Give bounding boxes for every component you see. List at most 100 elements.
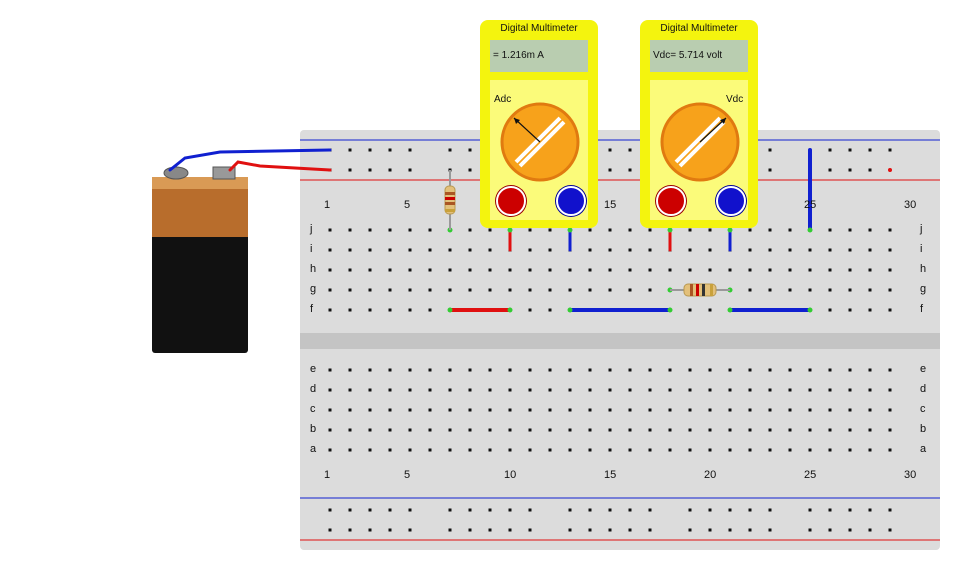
- hole: [368, 428, 372, 432]
- hole: [788, 408, 792, 412]
- center-channel: [300, 333, 940, 349]
- voltmeter-dial[interactable]: [658, 100, 742, 184]
- hole: [888, 428, 892, 432]
- rail-hole: [808, 528, 812, 532]
- row-letter: d: [310, 383, 317, 395]
- rail-hole: [408, 148, 412, 152]
- row-letter: a: [310, 443, 317, 455]
- hole: [628, 248, 632, 252]
- rail-hole: [468, 148, 472, 152]
- hole: [328, 408, 332, 412]
- hole: [788, 368, 792, 372]
- hole: [828, 448, 832, 452]
- battery-negative-wire: [168, 148, 332, 172]
- hole: [328, 448, 332, 452]
- hole: [848, 228, 852, 232]
- hole: [768, 268, 772, 272]
- hole: [568, 288, 572, 292]
- hole: [808, 408, 812, 412]
- column-number: 30: [904, 199, 917, 211]
- hole: [388, 228, 392, 232]
- hole: [508, 368, 512, 372]
- rail-hole: [448, 148, 452, 152]
- voltmeter-probe-red[interactable]: [656, 186, 686, 216]
- rail-hole: [768, 148, 772, 152]
- hole: [588, 248, 592, 252]
- hole: [668, 388, 672, 392]
- hole: [588, 428, 592, 432]
- hole: [628, 448, 632, 452]
- hole: [708, 248, 712, 252]
- hole: [868, 448, 872, 452]
- rail-hole: [888, 148, 892, 152]
- voltmeter[interactable]: Digital Multimeter Vdc= 5.714 volt Vdc: [640, 20, 758, 228]
- hole: [688, 448, 692, 452]
- battery-9v[interactable]: [150, 165, 250, 355]
- hole: [688, 428, 692, 432]
- rail-hole: [868, 148, 872, 152]
- row-letter: c: [920, 403, 926, 415]
- hole: [808, 448, 812, 452]
- column-number: 15: [604, 469, 617, 481]
- rail-hole: [588, 508, 592, 512]
- hole: [728, 388, 732, 392]
- hole: [348, 448, 352, 452]
- hole: [568, 368, 572, 372]
- hole: [708, 268, 712, 272]
- rail-hole: [448, 508, 452, 512]
- hole: [488, 428, 492, 432]
- rail-hole: [848, 508, 852, 512]
- hole: [468, 428, 472, 432]
- hole: [328, 388, 332, 392]
- ammeter-mode-label: Adc: [494, 94, 512, 105]
- hole: [528, 408, 532, 412]
- hole: [748, 428, 752, 432]
- hole: [888, 448, 892, 452]
- hole: [388, 448, 392, 452]
- hole: [808, 388, 812, 392]
- ammeter-dial[interactable]: [498, 100, 582, 184]
- rail-hole: [348, 148, 352, 152]
- hole: [368, 448, 372, 452]
- hole: [768, 408, 772, 412]
- rail-hole: [468, 168, 472, 172]
- row-letter: j: [310, 223, 313, 235]
- battery-positive-wire: [228, 160, 332, 172]
- voltmeter-probe-blue[interactable]: [716, 186, 746, 216]
- hole: [848, 308, 852, 312]
- rail-hole: [348, 528, 352, 532]
- ammeter[interactable]: Digital Multimeter = 1.216m A Adc: [480, 20, 598, 228]
- hole: [548, 368, 552, 372]
- ammeter-probe-blue[interactable]: [556, 186, 586, 216]
- hole: [468, 408, 472, 412]
- rail-hole: [748, 508, 752, 512]
- hole: [348, 248, 352, 252]
- hole: [688, 308, 692, 312]
- hole: [668, 368, 672, 372]
- hole: [748, 288, 752, 292]
- rail-hole: [808, 508, 812, 512]
- hole: [628, 288, 632, 292]
- hole: [468, 388, 472, 392]
- hole: [548, 308, 552, 312]
- hole: [648, 428, 652, 432]
- hole: [468, 368, 472, 372]
- hole: [868, 248, 872, 252]
- column-number: 5: [404, 199, 411, 211]
- hole: [888, 408, 892, 412]
- ammeter-probe-red[interactable]: [496, 186, 526, 216]
- row-letter: d: [920, 383, 927, 395]
- hole: [608, 388, 612, 392]
- hole: [468, 248, 472, 252]
- rail-hole: [348, 168, 352, 172]
- row-letter: i: [920, 243, 923, 255]
- hole: [588, 408, 592, 412]
- hole: [748, 388, 752, 392]
- hole: [528, 428, 532, 432]
- hole: [868, 228, 872, 232]
- hole: [468, 228, 472, 232]
- rail-hole: [828, 508, 832, 512]
- hole: [428, 228, 432, 232]
- hole: [788, 248, 792, 252]
- hole: [788, 388, 792, 392]
